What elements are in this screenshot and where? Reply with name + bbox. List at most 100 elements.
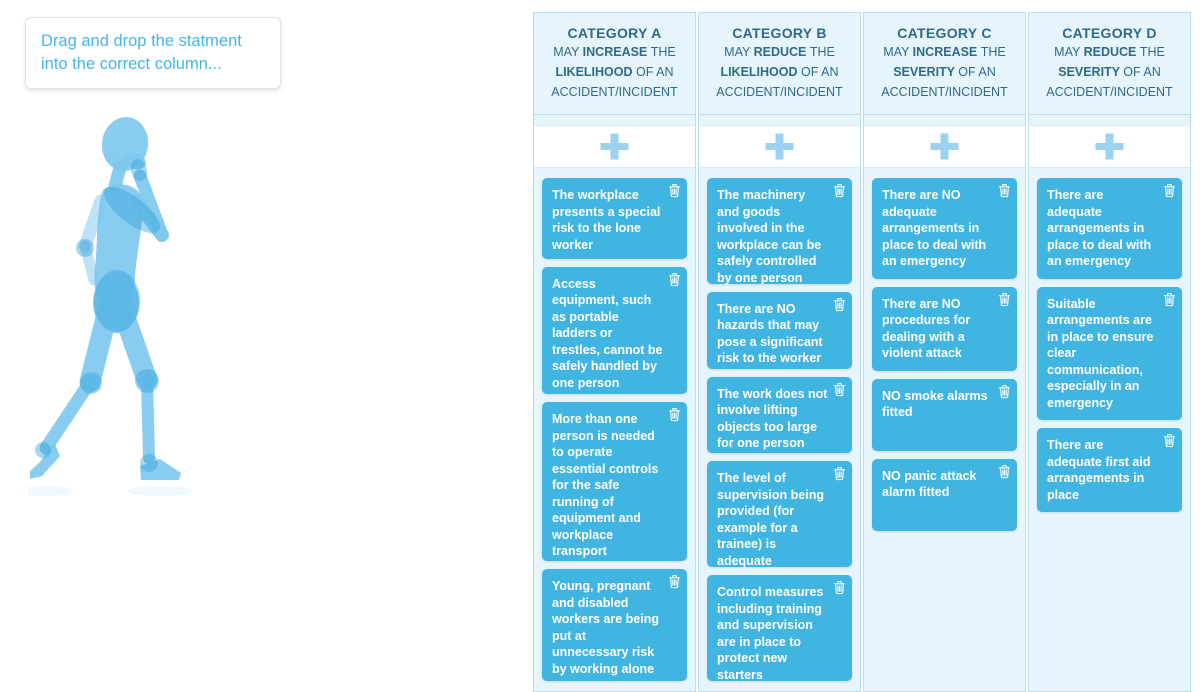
category-subtitle-bold-word: REDUCE [753,44,810,59]
category-subtitle-bold-word: LIKELIHOOD [720,64,802,79]
delete-card-button[interactable] [668,407,681,422]
category-subtitle-word: AN [821,64,839,79]
category-subtitle-word: THE [650,44,676,59]
delete-card-button[interactable] [833,466,846,481]
trash-icon [833,297,846,312]
statement-text: There are adequate arrangements in place… [1047,188,1152,268]
delete-card-button[interactable] [668,574,681,589]
add-statement-dropzone-d[interactable] [1029,125,1190,168]
category-title: CATEGORY B [732,24,827,41]
trash-icon [1163,292,1176,306]
statement-card[interactable]: NO panic attack alarm fitted [872,458,1017,531]
add-statement-dropzone-a[interactable] [534,125,695,168]
delete-card-button[interactable] [1163,183,1176,198]
column-spacer [864,115,1025,125]
category-subtitle-word: AN [1143,64,1161,79]
column-spacer [1029,115,1190,125]
category-subtitle-word: OF [801,64,822,79]
trash-icon [998,384,1011,398]
add-statement-dropzone-b[interactable] [699,125,860,168]
category-subtitle: MAY REDUCE THE LIKELIHOOD OF AN ACCIDENT… [705,42,854,103]
statement-text: The machinery and goods involved in the … [717,188,822,285]
statement-card[interactable]: NO smoke alarms fitted [872,378,1017,451]
statement-text: Young, pregnant and disabled workers are… [552,579,659,676]
category-subtitle: MAY INCREASE THE SEVERITY OF AN ACCIDENT… [870,42,1019,103]
category-subtitle-bold-word: SEVERITY [893,64,959,79]
statement-card[interactable]: More than one person is needed to operat… [542,402,687,562]
statement-card[interactable]: Young, pregnant and disabled workers are… [542,569,687,681]
statement-card[interactable]: The work does not involve lifting object… [707,376,852,454]
statement-card[interactable]: There are NO adequate arrangements in pl… [872,178,1017,279]
delete-card-button[interactable] [1163,292,1176,307]
trash-icon [668,272,681,286]
trash-icon [668,575,681,589]
delete-card-button[interactable] [998,183,1011,198]
delete-card-button[interactable] [998,464,1011,479]
statement-text: There are NO hazards that may pose a sig… [717,301,823,366]
category-subtitle-word: THE [1139,44,1165,59]
statement-text: Suitable arrangements are in place to en… [1047,296,1154,410]
statement-card[interactable]: There are adequate arrangements in place… [1037,178,1182,279]
category-subtitle-word: ACCIDENT/INCIDENT [1046,85,1173,100]
statement-text: Control measures including training and … [717,585,824,682]
statement-card[interactable]: The machinery and goods involved in the … [707,178,852,285]
trash-icon [833,184,846,198]
column-spacer [699,115,860,125]
statement-text: There are adequate first aid arrangement… [1047,438,1151,502]
instruction-text: Drag and drop the statment into the corr… [41,32,242,74]
category-subtitle-word: AN [656,64,674,79]
delete-card-button[interactable] [833,297,846,312]
statement-card[interactable]: There are NO procedures for dealing with… [872,286,1017,371]
category-subtitle-word: OF [958,64,979,79]
delete-card-button[interactable] [998,292,1011,307]
category-subtitle: MAY REDUCE THE SEVERITY OF AN ACCIDENT/I… [1035,42,1184,103]
statement-card[interactable]: The level of supervision being provided … [707,461,852,568]
plus-icon [600,133,629,160]
statement-card[interactable]: There are adequate first aid arrangement… [1037,428,1182,512]
statement-card[interactable]: There are NO hazards that may pose a sig… [707,291,852,369]
statement-list-a: The workplace presents a special risk to… [534,168,695,691]
category-subtitle-bold-word: INCREASE [912,44,981,59]
trash-icon [668,408,681,422]
category-subtitle-word: MAY [1054,44,1084,59]
category-subtitle-bold-word: REDUCE [1083,44,1140,59]
statement-card[interactable]: The workplace presents a special risk to… [542,178,687,259]
trash-icon [998,292,1011,306]
category-subtitle-bold-word: LIKELIHOOD [555,64,637,79]
instruction-box: Drag and drop the statment into the corr… [25,17,281,90]
delete-card-button[interactable] [833,382,846,397]
add-statement-dropzone-c[interactable] [864,125,1025,168]
category-subtitle-word: THE [809,44,835,59]
category-subtitle-word: OF [1123,64,1144,79]
category-subtitle-word: ACCIDENT/INCIDENT [551,85,678,100]
delete-card-button[interactable] [668,183,681,198]
delete-card-button[interactable] [998,384,1011,399]
statement-card[interactable]: Suitable arrangements are in place to en… [1037,286,1182,420]
statement-card[interactable]: Control measures including training and … [707,575,852,682]
category-title: CATEGORY D [1062,24,1157,41]
column-spacer [534,115,695,125]
trash-icon [668,184,681,198]
statement-list-c: There are NO adequate arrangements in pl… [864,168,1025,691]
category-subtitle-bold-word: INCREASE [582,44,651,59]
plus-icon [765,133,794,160]
category-subtitle-word: ACCIDENT/INCIDENT [716,85,843,100]
plus-icon [930,133,959,160]
delete-card-button[interactable] [833,183,846,198]
trash-icon [833,467,846,481]
delete-card-button[interactable] [1163,433,1176,448]
statement-text: NO panic attack alarm fitted [882,468,977,500]
delete-card-button[interactable] [668,272,681,287]
category-title: CATEGORY C [897,24,992,41]
statement-card[interactable]: Access equipment, such as portable ladde… [542,266,687,395]
delete-card-button[interactable] [833,580,846,595]
trash-icon [998,184,1011,198]
